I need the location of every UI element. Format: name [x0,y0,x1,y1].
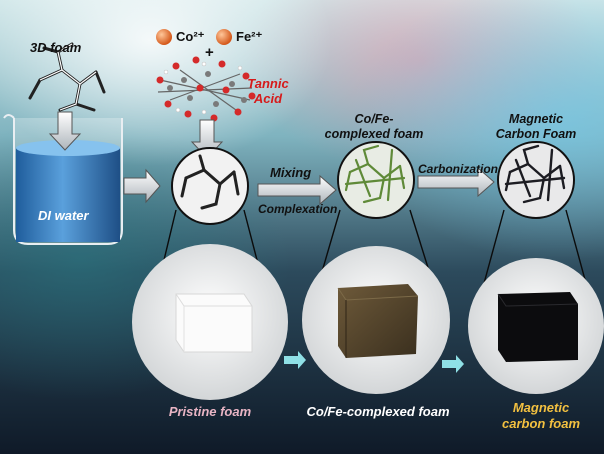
tannic-acid-molecule-icon [156,56,256,122]
plus-sign: + [205,44,214,61]
foam-3d-label: 3D foam [30,40,82,55]
water [16,148,120,242]
complexed-foam-circle [337,141,415,219]
complexation-label: Complexation [258,202,338,216]
pristine-foam-photo [132,244,288,400]
pristine-foam-circle [171,147,249,225]
di-water-label: DI water [38,208,89,223]
co-ion-label: Co²⁺ [176,29,205,44]
right-arrow-icon [284,351,306,369]
carbonization-label: Carbonization [418,162,498,176]
right-arrow-icon [442,355,464,373]
mixing-label: Mixing [270,165,312,180]
fe-ion-label: Fe²⁺ [236,29,263,44]
complexed-foam-bottom-label: Co/Fe-complexed foam [306,404,450,419]
beaker [3,114,123,245]
complexed-foam-photo [302,246,450,394]
magnetic-carbon-foam-top-label: Magnetic Carbon Foam [495,112,577,141]
pristine-foam-label: Pristine foam [168,404,252,419]
carbon-foam-photo [468,258,604,394]
complexed-foam-top-label: Co/Fe-complexed foam [324,112,424,141]
right-arrow-icon [123,168,161,204]
magnetic-carbon-foam-bottom-label: Magnetic carbon foam [501,400,580,431]
tannic-acid-label: Tannic Acid [247,76,289,106]
fe-ion-icon [216,29,232,45]
mixing-arrow-icon [257,174,337,206]
co-ion-icon [156,29,172,45]
carbonization-arrow-icon [417,166,495,198]
carbon-foam-circle [497,141,575,219]
down-arrow-icon [48,111,82,151]
